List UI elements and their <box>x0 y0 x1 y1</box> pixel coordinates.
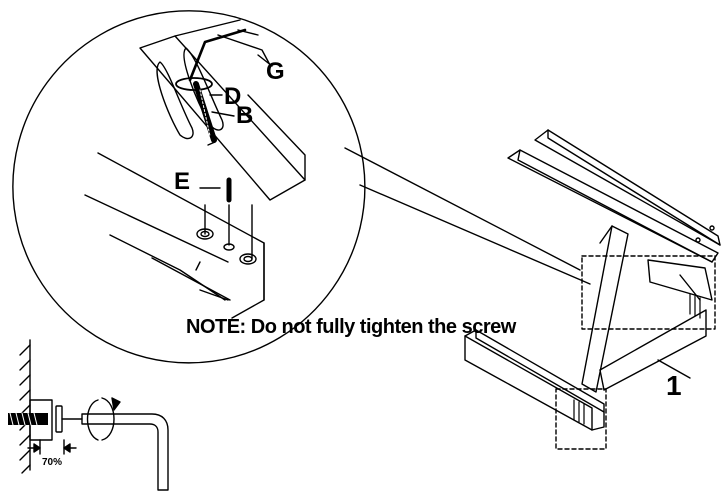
tighten-percent: 70% <box>42 457 63 468</box>
label-d: D <box>224 83 242 110</box>
label-b: B <box>236 102 254 129</box>
label-part-1: 1 <box>666 370 682 401</box>
tighten-note: NOTE: Do not fully tighten the screw <box>186 316 516 338</box>
tighten-inset <box>8 339 169 491</box>
bench-frame <box>464 129 721 450</box>
label-e: E <box>174 168 191 195</box>
detail-magnifier <box>12 10 591 364</box>
label-g: G <box>266 58 285 85</box>
